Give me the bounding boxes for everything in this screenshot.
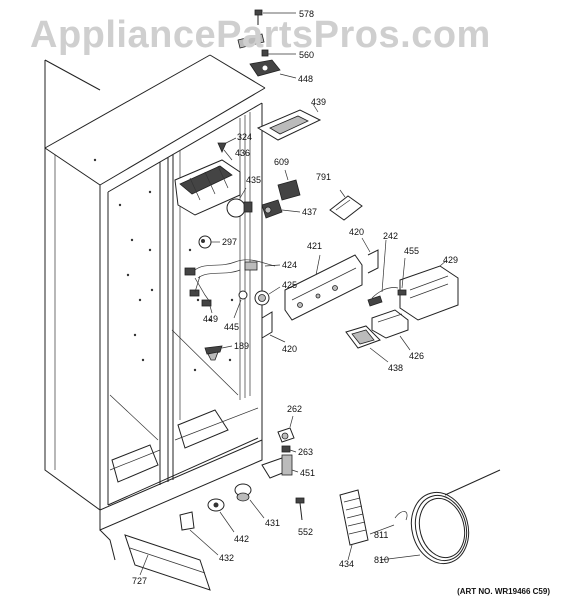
callout-449[interactable]: 449 <box>203 314 219 324</box>
callout-421[interactable]: 421 <box>307 241 323 251</box>
callout-810[interactable]: 810 <box>374 555 390 565</box>
callout-297[interactable]: 297 <box>222 237 238 247</box>
callout-439[interactable]: 439 <box>311 97 327 107</box>
callout-552[interactable]: 552 <box>298 527 314 537</box>
callout-434[interactable]: 434 <box>339 559 355 569</box>
grille-part <box>339 489 369 561</box>
callout-431[interactable]: 431 <box>265 518 281 528</box>
callout-455[interactable]: 455 <box>404 246 420 256</box>
callout-727[interactable]: 727 <box>132 576 148 586</box>
callout-426[interactable]: 426 <box>409 351 425 361</box>
callout-425[interactable]: 425 <box>282 280 298 290</box>
cabinet-drawing <box>44 54 266 561</box>
callout-811[interactable]: 811 <box>374 530 389 540</box>
callout-609[interactable]: 609 <box>274 157 290 167</box>
kickplate-part <box>124 534 211 591</box>
plug-part <box>204 345 233 361</box>
tubing-parts <box>369 469 501 565</box>
callout-451[interactable]: 451 <box>300 468 316 478</box>
callout-560[interactable]: 560 <box>299 50 315 60</box>
callout-442[interactable]: 442 <box>234 534 250 544</box>
callout-435[interactable]: 435 <box>246 175 262 185</box>
art-number: (ART NO. WR19466 C59) <box>457 587 550 596</box>
control-housing-parts <box>261 237 379 343</box>
hinge-parts <box>237 9 322 141</box>
callout-578[interactable]: 578 <box>299 9 315 19</box>
callout-420-top[interactable]: 420 <box>349 227 365 237</box>
callout-432[interactable]: 432 <box>219 553 235 563</box>
callout-445[interactable]: 445 <box>224 322 240 332</box>
light-housing-parts <box>174 137 363 249</box>
callout-791[interactable]: 791 <box>316 172 332 182</box>
callout-424[interactable]: 424 <box>282 260 298 270</box>
watermark: AppliancePartsPros.com <box>30 14 491 56</box>
callout-420-bottom[interactable]: 420 <box>282 344 298 354</box>
callout-189[interactable]: 189 <box>234 341 250 351</box>
callout-324[interactable]: 324 <box>237 132 253 142</box>
callout-438[interactable]: 438 <box>388 363 404 373</box>
callout-263[interactable]: 263 <box>298 447 314 457</box>
module-parts <box>345 239 459 363</box>
callout-448[interactable]: 448 <box>298 74 314 84</box>
lower-hinge-parts <box>179 415 305 556</box>
callout-436[interactable]: 436 <box>235 148 251 158</box>
callout-242[interactable]: 242 <box>383 231 399 241</box>
callout-437[interactable]: 437 <box>302 207 318 217</box>
callout-429[interactable]: 429 <box>443 255 459 265</box>
callout-262[interactable]: 262 <box>287 404 303 414</box>
harness-parts <box>184 259 281 319</box>
